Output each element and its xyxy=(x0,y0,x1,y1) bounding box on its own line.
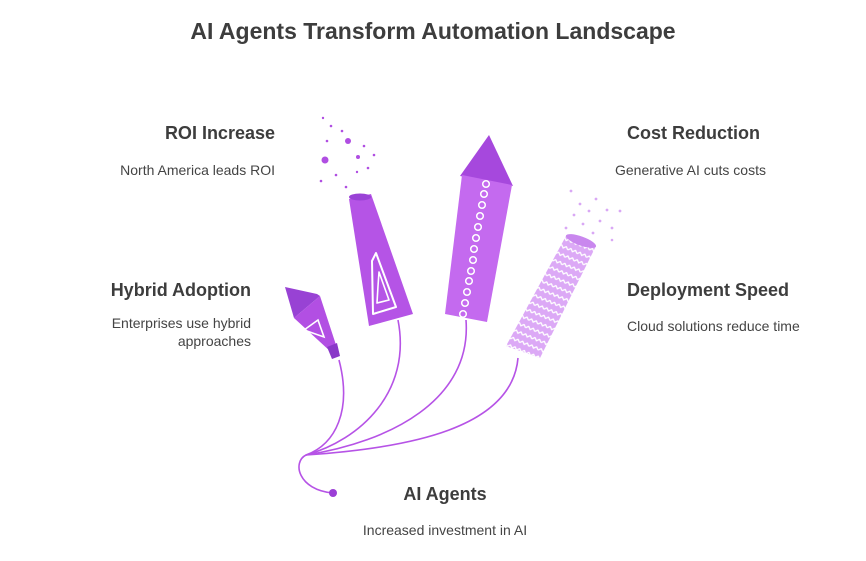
speed-rocket-icon xyxy=(506,234,597,358)
cost-rocket-icon xyxy=(445,135,513,322)
fuse-roi xyxy=(305,319,402,456)
speed-sparkles-icon xyxy=(564,189,622,242)
hybrid-heading: Hybrid Adoption xyxy=(110,280,251,300)
roi-description: North America leads ROI xyxy=(120,162,275,178)
speed-description: Cloud solutions reduce time xyxy=(627,318,800,334)
hybrid-description-line2: approaches xyxy=(177,333,251,349)
cost-rocket-dots xyxy=(458,179,491,319)
roi-sparkles-icon xyxy=(319,116,376,189)
hybrid-description: Enterprises use hybrid approaches xyxy=(112,314,251,350)
agents-description: Increased investment in AI xyxy=(362,522,528,538)
roi-heading: ROI Increase xyxy=(164,123,275,143)
fuse-hybrid xyxy=(298,359,345,494)
fuse-origin-dot xyxy=(329,489,337,497)
fuse-lines xyxy=(298,319,519,494)
fuse-speed xyxy=(305,357,519,456)
agents-heading: AI Agents xyxy=(403,484,487,504)
page-title: AI Agents Transform Automation Landscape xyxy=(190,18,676,44)
speed-heading: Deployment Speed xyxy=(627,280,790,300)
cost-heading: Cost Reduction xyxy=(627,123,760,143)
roi-rocket-icon xyxy=(349,193,413,326)
fuse-cost xyxy=(305,319,467,456)
hybrid-description-line1: Enterprises use hybrid xyxy=(111,315,251,331)
cost-description: Generative AI cuts costs xyxy=(615,162,766,178)
hybrid-rocket-icon xyxy=(285,287,340,359)
